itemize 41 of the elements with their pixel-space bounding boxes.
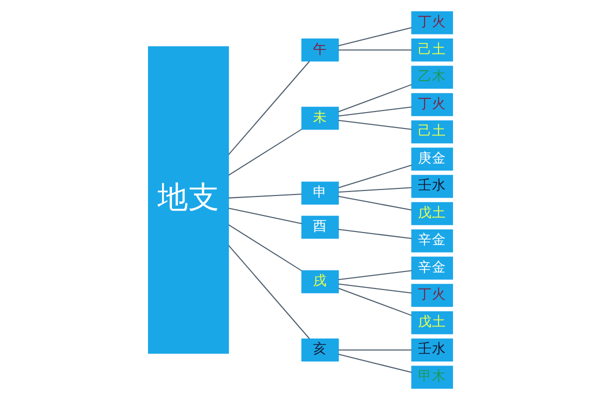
connector <box>338 50 412 51</box>
node-box: 丁火 <box>410 284 453 307</box>
connector <box>228 208 302 224</box>
connector <box>338 354 412 373</box>
node-box: 戌 <box>300 270 338 294</box>
node-box: 乙木 <box>410 66 453 89</box>
node-box: 庚金 <box>410 148 453 171</box>
node-box: 丁火 <box>410 11 453 34</box>
connector <box>338 164 412 188</box>
node-box: 辛金 <box>410 256 453 280</box>
connector <box>338 349 412 350</box>
node-box: 戊土 <box>410 311 453 334</box>
node-box: 亥 <box>300 338 338 362</box>
node-box: 酉 <box>300 216 338 239</box>
connector <box>338 196 412 210</box>
connector <box>338 27 412 46</box>
connector <box>338 120 412 130</box>
connector <box>228 245 310 339</box>
node-box: 壬水 <box>410 174 453 198</box>
node-box: 己土 <box>410 38 453 62</box>
connector <box>338 270 412 280</box>
connector <box>228 128 302 176</box>
connector <box>338 106 412 117</box>
connector <box>338 187 412 193</box>
node-box: 戊土 <box>410 202 453 226</box>
connector <box>338 228 412 239</box>
node-box: 未 <box>300 106 338 130</box>
node-box: 己土 <box>410 120 453 144</box>
node-box: 壬水 <box>410 338 453 362</box>
connector <box>228 194 302 198</box>
node-box: 地支 <box>147 46 228 354</box>
connector <box>228 224 302 272</box>
connector <box>338 288 412 316</box>
node-box: 丁火 <box>410 93 453 116</box>
connector <box>228 61 310 155</box>
connector <box>338 283 412 294</box>
node-box: 午 <box>300 38 338 62</box>
node-box: 辛金 <box>410 229 453 252</box>
node-box: 甲木 <box>410 366 453 389</box>
node-box: 申 <box>300 182 338 205</box>
connector <box>338 84 412 112</box>
